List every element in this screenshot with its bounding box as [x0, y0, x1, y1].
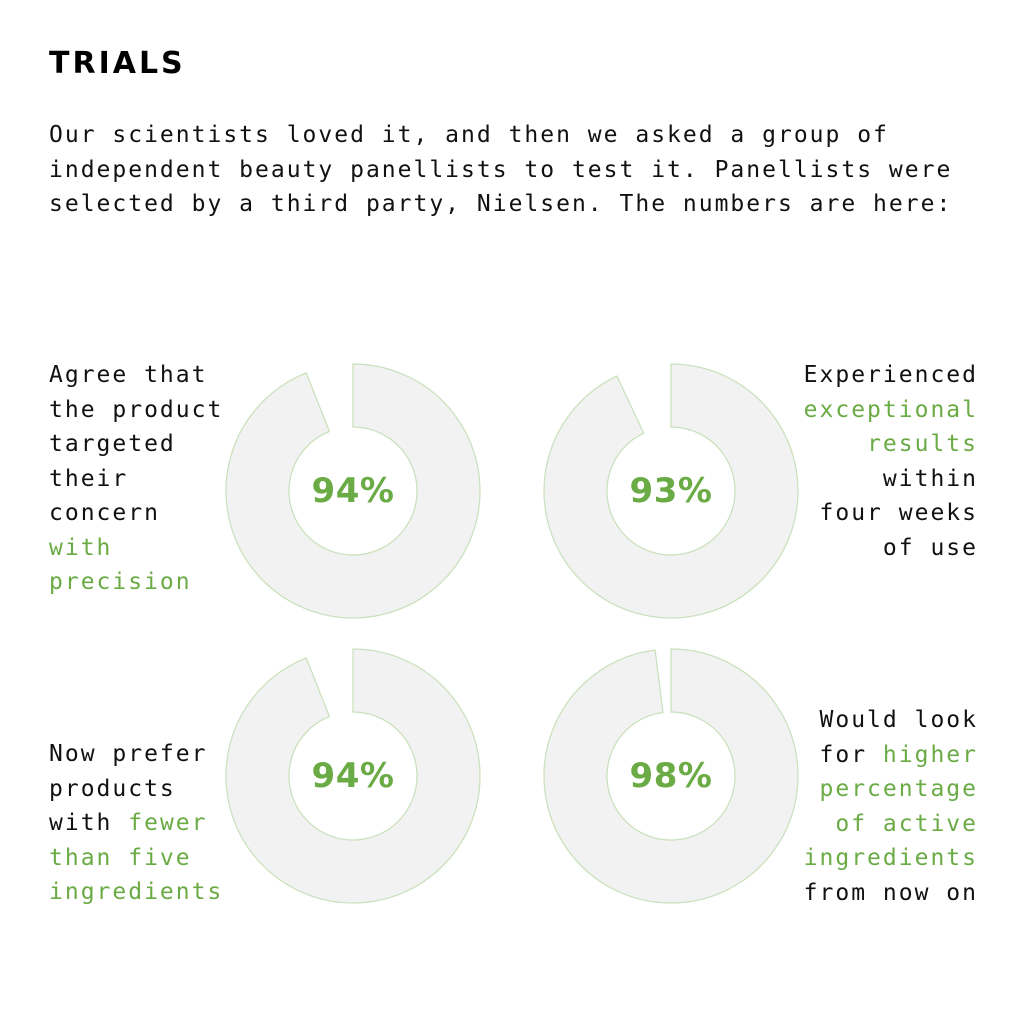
label-text: Now prefer	[49, 741, 208, 767]
highlight-text: higher	[882, 741, 978, 768]
donut-chart-3: 94%	[223, 646, 483, 906]
stat-label-line: ingredients	[804, 841, 978, 876]
label-text: within	[882, 465, 978, 492]
stat-label-line: with fewer	[49, 806, 223, 841]
stat-label-2: Experienced exceptional results within four …	[804, 358, 978, 565]
label-text: four weeks	[819, 500, 978, 526]
label-text: their	[49, 465, 129, 492]
highlight-text: of active	[835, 810, 978, 837]
stat-label-line: of use	[804, 531, 978, 566]
donut-ring-2	[543, 363, 799, 619]
stat-label-line: results	[804, 427, 978, 462]
label-text: Experienced	[803, 362, 978, 388]
stat-label-1: Agree that the product targeted their concer…	[49, 358, 223, 600]
stat-label-line: ingredients	[49, 875, 223, 910]
stat-label-line: than five	[49, 841, 223, 876]
page-title: TRIALS	[49, 46, 186, 81]
label-text: products	[49, 775, 176, 802]
label-text: targeted	[49, 431, 176, 457]
stat-label-line: concern	[49, 496, 223, 531]
highlight-text: fewer	[128, 810, 208, 836]
highlight-text: results	[867, 431, 978, 457]
stat-label-line: products	[49, 772, 223, 807]
highlight-text: exceptional	[803, 396, 978, 423]
stat-label-line: precision	[49, 565, 223, 600]
donut-arc	[225, 648, 481, 904]
label-text: of use	[882, 534, 978, 561]
label-text: for	[819, 741, 883, 768]
highlight-text: with	[49, 534, 113, 561]
stat-label-line: their	[49, 462, 223, 497]
donut-ring-3	[225, 648, 481, 904]
stat-label-3: Now prefer products with fewer than five ing…	[49, 737, 223, 910]
label-text: the product	[49, 396, 224, 423]
donut-percent-1: 94%	[311, 471, 395, 511]
stat-label-line: Now prefer	[49, 737, 223, 772]
donut-chart-2: 93%	[541, 361, 801, 621]
stat-label-line: targeted	[49, 427, 223, 462]
highlight-text: ingredients	[803, 845, 978, 871]
donut-chart-1: 94%	[223, 361, 483, 621]
donut-arc	[543, 648, 799, 904]
donut-ring-4	[543, 648, 799, 904]
stat-label-line: Experienced	[804, 358, 978, 393]
stat-label-line: Agree that	[49, 358, 223, 393]
intro-paragraph: Our scientists loved it, and then we ask…	[49, 122, 953, 217]
stat-label-line: exceptional	[804, 393, 978, 428]
stat-label-line: Would look	[804, 703, 978, 738]
label-text: concern	[49, 500, 160, 526]
donut-percent-4: 98%	[629, 756, 713, 796]
highlight-text: than five	[49, 844, 192, 871]
stat-label-line: for higher	[804, 738, 978, 773]
label-text: Would look	[819, 707, 978, 733]
donut-percent-2: 93%	[629, 471, 713, 511]
stat-label-line: four weeks	[804, 496, 978, 531]
stat-label-line: the product	[49, 393, 223, 428]
stat-label-line: of active	[804, 807, 978, 842]
stat-label-line: with	[49, 531, 223, 566]
donut-arc	[543, 363, 799, 619]
stat-label-line: percentage	[804, 772, 978, 807]
donut-ring-1	[225, 363, 481, 619]
label-text: Agree that	[49, 362, 208, 388]
donut-percent-3: 94%	[311, 756, 395, 796]
stat-label-line: within	[804, 462, 978, 497]
donut-chart-4: 98%	[541, 646, 801, 906]
donut-arc	[225, 363, 481, 619]
stat-label-line: from now on	[804, 876, 978, 911]
highlight-text: percentage	[819, 776, 978, 802]
label-text: from now on	[803, 879, 978, 906]
label-text: with	[49, 810, 129, 836]
highlight-text: precision	[49, 569, 192, 595]
stat-label-4: Would look for higher percentage of active i…	[804, 703, 978, 910]
highlight-text: ingredients	[49, 879, 224, 905]
